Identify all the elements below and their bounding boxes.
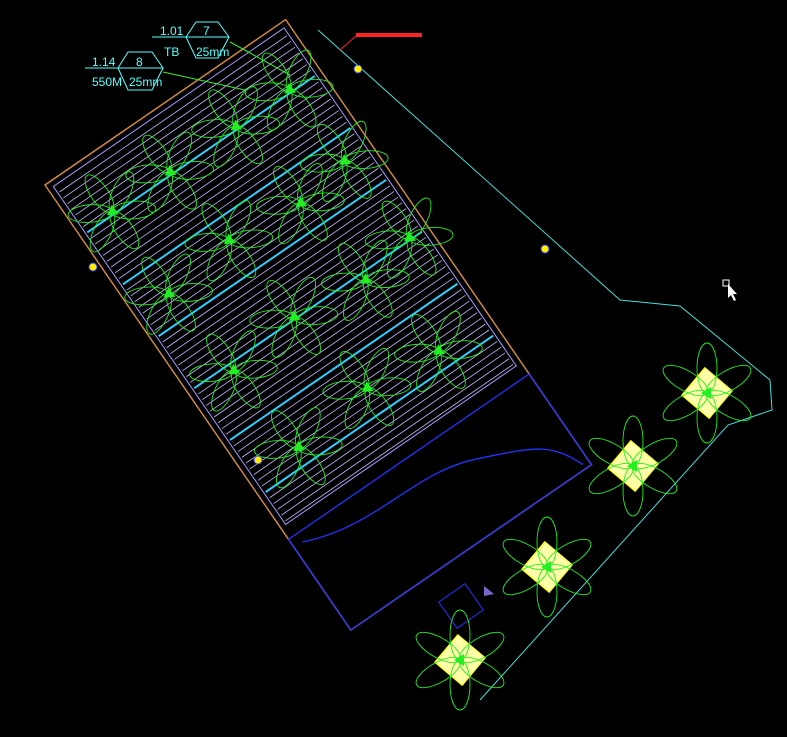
roof-stripe [126,133,355,291]
tag-1-size: 25mm [196,45,229,59]
roof-stripe [285,364,514,522]
plant-symbol-icon [588,415,678,517]
roof-stripe [130,139,359,297]
site-boundary [317,29,773,701]
roof-stripe [86,75,316,234]
tag-2-level: 1.14 [92,55,116,69]
plant-symbol-icon [299,120,389,202]
tag-2-number: 8 [136,55,143,69]
plant-symbol-icon [322,347,412,430]
plant-symbol-icon [662,342,752,444]
roof-panel [43,18,593,632]
marker-dot-icon [88,262,98,272]
roof-stripe [277,352,506,510]
roof-stripe [94,87,323,245]
roof-stripe [162,185,391,343]
marker-dot-icon [253,455,263,465]
plant-symbol-icon [249,276,339,358]
roof-stripe [265,334,494,493]
tag-1-number: 7 [203,24,210,38]
plant-symbol-icon [256,163,345,245]
roof-stripe [217,266,446,424]
tree-symbol-icon [588,415,678,517]
plant-symbol-icon [244,49,334,131]
roof-stripe [233,289,462,447]
roof-stripe [59,35,288,193]
roof-stripe [269,341,498,499]
roof-stripe [209,254,438,412]
roof-stripe [166,191,395,349]
pond-curve [302,448,584,543]
plant-symbol-icon [67,171,157,253]
plant-symbol-icon [364,197,454,279]
plant-symbol-icon [415,609,505,711]
roof-stripe [67,46,296,204]
plant-symbol-icon [189,330,278,412]
roof-stripe [213,260,442,418]
roof-stripe [122,127,351,286]
small-box [438,583,484,629]
roof-stripe [83,69,311,227]
roof-stripe [178,208,407,366]
roof-stripe [79,64,308,222]
roof-stripe [106,104,335,262]
marker-dot-icon [353,64,363,74]
roof-stripe [186,219,415,377]
roof-stripe [110,110,339,268]
roof-stripe [221,271,450,429]
cursor-arrow-icon [722,279,737,301]
roof-stripe [118,121,347,279]
roof-stripe [102,98,331,256]
roof-stripe [146,162,375,320]
tree-symbol-icon [502,516,592,618]
pond-outline [287,373,593,631]
tag-2-code: 550M [92,75,122,89]
roof-stripe [154,173,383,331]
roof-stripe [150,168,379,326]
marker-dot-icon [540,244,550,254]
roof-stripe [71,52,300,210]
roof-stripe [281,358,510,516]
tree-symbol-icon [415,609,505,711]
tag-2: 1.14 8 550M 25mm [85,51,164,91]
plant-symbol-icon [321,239,410,321]
tree-symbol-icon [662,342,752,444]
tag-1: 1.01 7 TB 25mm [152,21,230,59]
roof-stripe [138,150,367,308]
roof-stripe [114,116,343,274]
roof-stripe [253,318,482,476]
roof-stripe [190,225,419,383]
plant-symbol-icon [184,200,274,282]
roof-stripe [193,230,423,389]
plant-symbol-icon [191,86,280,168]
roof-stripe [241,300,470,458]
plant-symbol-icon [125,131,214,213]
tag-1-level: 1.01 [160,24,184,38]
roof-stripe [170,196,399,354]
roof-stripe [158,179,387,338]
tag-1-code: TB [164,45,179,59]
roof-stripe [91,81,319,239]
plant-symbol-icon [124,253,213,335]
tag-2-size: 25mm [129,75,162,89]
north-arrow-icon [484,586,494,596]
roof-stripe [245,306,474,464]
plant-symbol-icon [502,516,592,618]
note-text-red [356,33,422,37]
plant-symbol-icon [254,407,343,489]
roof-stripe [63,41,292,199]
plant-symbol-icon [394,310,483,392]
roof-stripe [205,248,434,406]
roof-stripe [229,282,459,441]
roof-stripe [257,323,486,481]
roof-stripe [174,202,403,360]
